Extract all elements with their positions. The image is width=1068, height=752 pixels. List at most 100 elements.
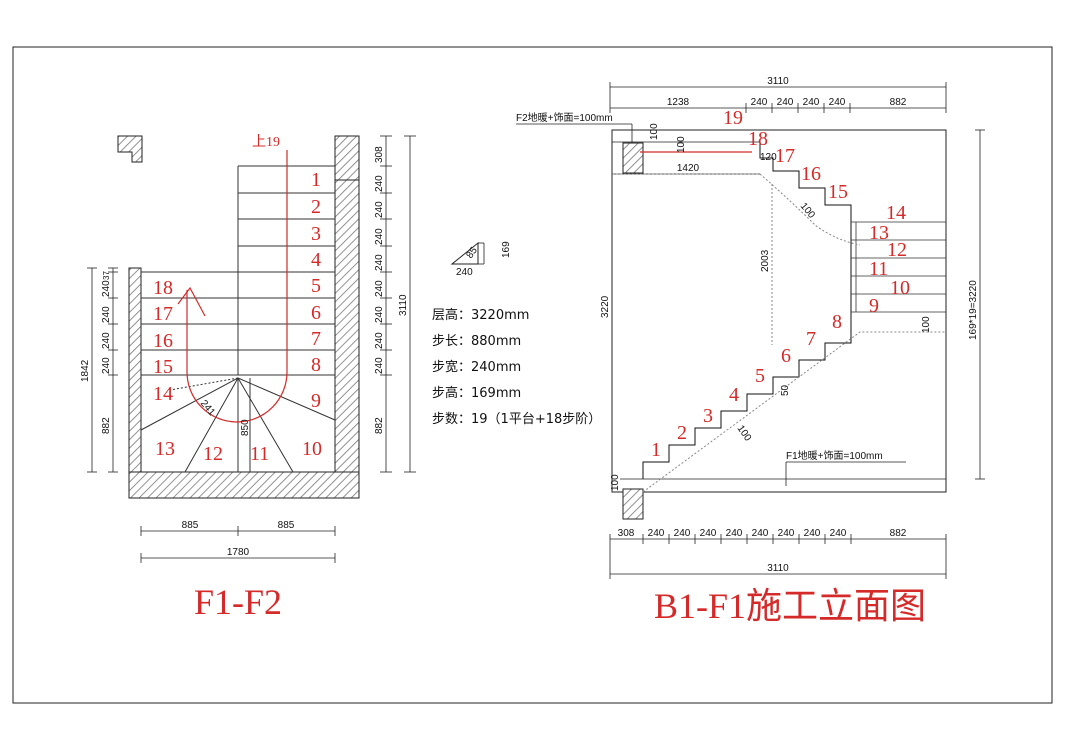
column-block bbox=[117, 135, 143, 163]
dim-plan-r-0: 308 bbox=[374, 146, 385, 163]
plan-step-16: 16 bbox=[153, 330, 173, 352]
plan-step-5: 5 bbox=[311, 275, 321, 297]
wall-right bbox=[334, 179, 360, 499]
elev-step-3: 3 bbox=[703, 405, 713, 427]
slab-f1 bbox=[622, 488, 644, 520]
dim-elev-b-7: 240 bbox=[804, 528, 821, 539]
dim-elev-b-total: 3110 bbox=[767, 563, 789, 574]
dim-plan-r-9: 882 bbox=[374, 417, 385, 434]
elev-step-16: 16 bbox=[801, 163, 821, 185]
plan-step-6: 6 bbox=[311, 302, 321, 324]
elev-step-6: 6 bbox=[781, 345, 791, 367]
elev-step-2: 2 bbox=[677, 422, 687, 444]
plan-step-17: 17 bbox=[153, 303, 173, 325]
dim-plan-r-5: 240 bbox=[374, 280, 385, 297]
dim-plan-l-4: 240 bbox=[101, 357, 112, 374]
elev-step-1: 1 bbox=[651, 439, 661, 461]
f2-finish-label: F2地暖+饰面=100mm bbox=[516, 111, 613, 124]
elev-top-0: 1238 bbox=[667, 97, 690, 108]
elev-top-total: 3110 bbox=[767, 76, 789, 87]
note-floor-height: 层高：3220mm bbox=[432, 307, 529, 323]
dim-plan-r-7: 240 bbox=[374, 332, 385, 349]
dim-elev-b-4: 240 bbox=[726, 528, 743, 539]
plan-title: F1-F2 bbox=[194, 582, 282, 622]
dim-elev-2003: 2003 bbox=[760, 249, 771, 272]
elev-step-5: 5 bbox=[755, 365, 765, 387]
dim-elev-100a: 100 bbox=[649, 123, 660, 140]
dim-plan-l-2: 240 bbox=[101, 306, 112, 323]
note-step-count: 步数：19（1平台+18步阶） bbox=[432, 412, 601, 427]
elev-top-3: 240 bbox=[803, 97, 820, 108]
dim-plan-r-4: 240 bbox=[374, 254, 385, 271]
dim-elev-b-8: 240 bbox=[830, 528, 847, 539]
dim-plan-l-1: 240 bbox=[101, 280, 112, 297]
dim-plan-r-total: 3110 bbox=[398, 294, 409, 316]
dim-inner: 850 bbox=[240, 419, 251, 436]
dim-diagonal: 241 bbox=[198, 398, 217, 418]
plan-step-8: 8 bbox=[311, 354, 321, 376]
plan-step-2: 2 bbox=[311, 196, 321, 218]
dim-plan-l-0: 37 bbox=[102, 271, 111, 280]
dim-elev-right-total: 169*19=3220 bbox=[968, 280, 979, 340]
elev-top-2: 240 bbox=[777, 97, 794, 108]
plan-step-4: 4 bbox=[311, 249, 321, 271]
elev-step-10: 10 bbox=[890, 277, 910, 299]
dim-elev-b-0: 308 bbox=[618, 528, 635, 539]
dim-plan-r-2: 240 bbox=[374, 201, 385, 218]
dim-elev-120: 120 bbox=[760, 152, 777, 163]
elev-top-1: 240 bbox=[751, 97, 768, 108]
elev-top-5: 882 bbox=[890, 97, 907, 108]
elev-step-17: 17 bbox=[775, 145, 795, 167]
plan-step-7: 7 bbox=[311, 328, 321, 350]
elevation-frame bbox=[611, 129, 947, 493]
dim-elev-1420: 1420 bbox=[677, 163, 700, 174]
elevation-title: B1-F1施工立面图 bbox=[654, 586, 926, 626]
legend-width: 240 bbox=[456, 267, 473, 278]
dim-elev-100b: 100 bbox=[676, 136, 687, 153]
dim-plan-l-3: 240 bbox=[101, 332, 112, 349]
plan-step-1: 1 bbox=[311, 169, 321, 191]
elev-top-4: 240 bbox=[829, 97, 846, 108]
elev-step-12: 12 bbox=[887, 239, 907, 261]
plan-step-3: 3 bbox=[311, 223, 321, 245]
dim-elev-b-1: 240 bbox=[648, 528, 665, 539]
dim-elev-b-5: 240 bbox=[752, 528, 769, 539]
note-step-length: 步长：880mm bbox=[432, 334, 521, 349]
dim-elev-b-3: 240 bbox=[700, 528, 717, 539]
elev-step-18: 18 bbox=[748, 128, 768, 150]
dim-plan-l-5: 882 bbox=[101, 417, 112, 434]
dim-elev-50: 50 bbox=[780, 384, 791, 396]
dim-plan-r-1: 240 bbox=[374, 175, 385, 192]
dim-plan-l-total: 1842 bbox=[80, 359, 91, 382]
plan-step-14: 14 bbox=[153, 383, 173, 405]
dim-elev-b-6: 240 bbox=[778, 528, 795, 539]
elev-step-9: 9 bbox=[869, 295, 879, 317]
sheet-border bbox=[12, 46, 1053, 704]
plan-step-10: 10 bbox=[302, 438, 322, 460]
walking-line bbox=[186, 150, 288, 423]
wall-left bbox=[128, 267, 142, 499]
column-block bbox=[334, 135, 360, 181]
plan-step-15: 15 bbox=[153, 356, 173, 378]
dim-plan-b-1: 885 bbox=[278, 520, 295, 531]
note-step-height: 步高：169mm bbox=[432, 385, 521, 401]
arrow-up-icon bbox=[177, 286, 206, 317]
dim-elev-b-9: 882 bbox=[890, 528, 907, 539]
dim-plan-r-6: 240 bbox=[374, 306, 385, 323]
f1-finish-label: F1地暖+饰面=100mm bbox=[786, 449, 883, 462]
plan-step-11: 11 bbox=[250, 443, 269, 465]
dim-elev-100e: 100 bbox=[735, 423, 754, 443]
dim-elev-100d: 100 bbox=[921, 316, 932, 333]
stair-profile bbox=[642, 142, 852, 479]
plan-step-12: 12 bbox=[203, 443, 223, 465]
dim-plan-r-3: 240 bbox=[374, 228, 385, 245]
elev-step-13: 13 bbox=[869, 222, 889, 244]
plan-step-13: 13 bbox=[155, 438, 175, 460]
slab-f2 bbox=[622, 142, 644, 174]
legend-height: 169 bbox=[501, 241, 512, 258]
spec-notes: 层高：3220mm 步长：880mm 步宽：240mm 步高：169mm 步数：… bbox=[432, 307, 601, 427]
dim-elev-3220: 3220 bbox=[600, 295, 611, 318]
elev-step-15: 15 bbox=[828, 181, 848, 203]
plan-view: 上19 1 2 3 4 5 6 7 8 9 10 11 12 13 14 15 … bbox=[80, 134, 416, 622]
